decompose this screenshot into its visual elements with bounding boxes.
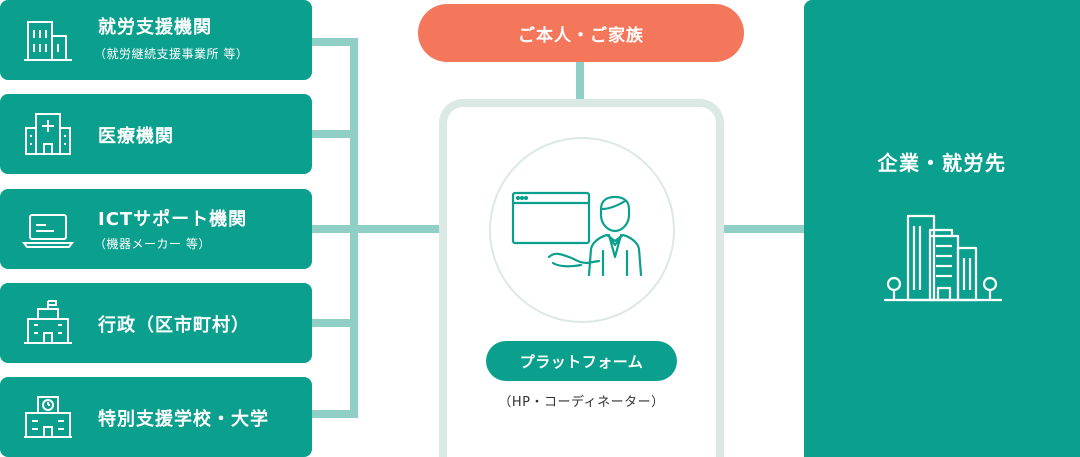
company-title: 企業・就労先 [877, 151, 1007, 175]
coordinator-with-browser-icon [511, 191, 643, 277]
connector-branch-1 [312, 38, 358, 46]
platform-illustration-circle [489, 137, 675, 323]
company-buildings-icon [884, 214, 1002, 302]
city-hall-icon [24, 300, 72, 344]
left-box-government: 行政（区市町村） [0, 283, 312, 363]
left-box-employment-support: 就労支援機関 （就労継続支援事業所 等） [0, 0, 312, 80]
family-pill: ご本人・ご家族 [418, 4, 744, 62]
office-building-icon [24, 21, 72, 61]
connector-platform-to-company [720, 225, 806, 233]
left-box-sublabel: （機器メーカー 等） [94, 237, 211, 251]
family-pill-label: ご本人・ご家族 [518, 25, 644, 46]
left-box-label: 就労支援機関 [98, 17, 212, 38]
left-box-label: ICTサポート機関 [98, 209, 248, 230]
left-box-label: 行政（区市町村） [98, 315, 250, 336]
hospital-icon [25, 113, 71, 155]
platform-pill-label: プラットフォーム [519, 352, 644, 371]
school-icon [24, 396, 72, 438]
connector-branch-2 [312, 130, 358, 138]
connector-to-platform [350, 225, 442, 233]
connector-branch-5 [312, 410, 358, 418]
platform-sublabel: （HP・コーディネーター） [498, 395, 665, 410]
left-box-medical: 医療機関 [0, 94, 312, 174]
left-box-label: 特別支援学校・大学 [98, 409, 269, 430]
connector-branch-3 [312, 225, 358, 233]
left-box-ict-support: ICTサポート機関 （機器メーカー 等） [0, 189, 312, 269]
left-box-sublabel: （就労継続支援事業所 等） [94, 47, 249, 61]
left-box-schools: 特別支援学校・大学 [0, 377, 312, 457]
company-panel [804, 0, 1080, 457]
connector-family-to-platform [576, 60, 584, 102]
left-box-label: 医療機関 [98, 126, 174, 147]
connector-branch-4 [312, 319, 358, 327]
laptop-icon [22, 214, 74, 248]
platform-pill: プラットフォーム [486, 341, 677, 381]
